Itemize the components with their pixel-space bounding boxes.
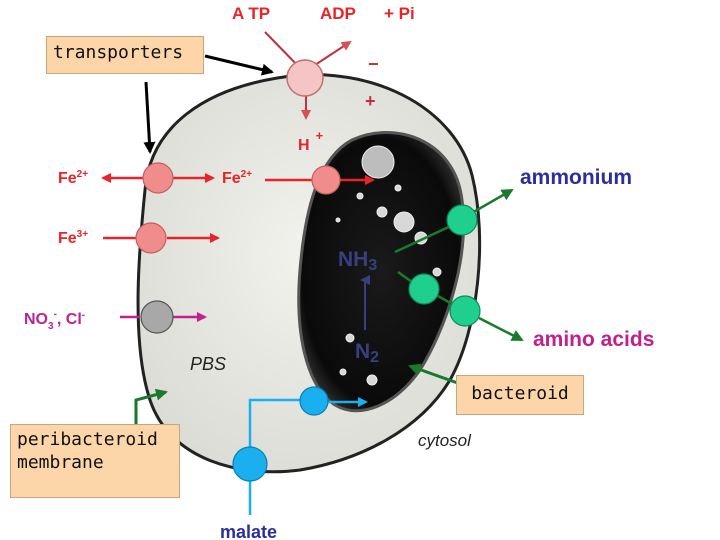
pi-label: + Pi xyxy=(384,4,415,23)
transporters-pointer-a xyxy=(204,54,274,76)
fe2-left-label: Fe2+ xyxy=(58,169,88,187)
bacteroid-cell xyxy=(297,131,466,413)
amino-acid-path-a xyxy=(437,294,453,306)
ammonium-arrow-a xyxy=(394,223,454,254)
fe2-transporter xyxy=(142,162,174,194)
fe3-transporter xyxy=(135,222,167,254)
minus-sign: − xyxy=(368,54,379,74)
atpase-transporter xyxy=(286,59,324,97)
bacteroid-granules xyxy=(335,145,442,386)
malate-membrane-transporter xyxy=(232,446,268,482)
transporters-callout: transporters xyxy=(46,36,204,74)
fe3-label: Fe3+ xyxy=(58,229,88,247)
ammonium-transporter xyxy=(446,204,478,236)
amino-acid-arrow xyxy=(478,316,524,342)
nh3-label: NH3 xyxy=(338,248,377,274)
anion-transporter xyxy=(140,300,174,334)
transporters-pointer-b xyxy=(143,81,156,154)
nh3-path-a xyxy=(397,270,413,284)
membrane-pointer xyxy=(134,388,168,424)
ammonium-arrow-b xyxy=(469,188,514,216)
amino-acids-label: amino acids xyxy=(533,328,654,351)
cytosol-label: cytosol xyxy=(418,431,472,450)
fe2-right-label: Fe2+ xyxy=(222,169,252,187)
nh3-transporter xyxy=(408,273,440,305)
pbs-label: PBS xyxy=(190,354,226,374)
atp-label: A TP xyxy=(232,4,270,23)
fe2-bacteroid-transporter xyxy=(311,165,341,195)
ammonium-label: ammonium xyxy=(520,166,632,189)
peribacteroid-membrane-callout: peribacteroid membrane xyxy=(10,424,180,498)
amino-acid-transporter xyxy=(449,295,481,327)
anion-label: NO3-, Cl- xyxy=(24,309,85,332)
bacteroid-callout: bacteroid xyxy=(456,375,584,415)
n2-label: N2 xyxy=(355,340,379,366)
h-label: H+ xyxy=(298,128,324,154)
adp-arrow xyxy=(314,40,352,66)
malate-label: malate xyxy=(220,522,277,540)
plus-sign: + xyxy=(365,91,376,111)
malate-bacteroid-transporter xyxy=(299,386,329,416)
adp-label: ADP xyxy=(320,4,356,23)
